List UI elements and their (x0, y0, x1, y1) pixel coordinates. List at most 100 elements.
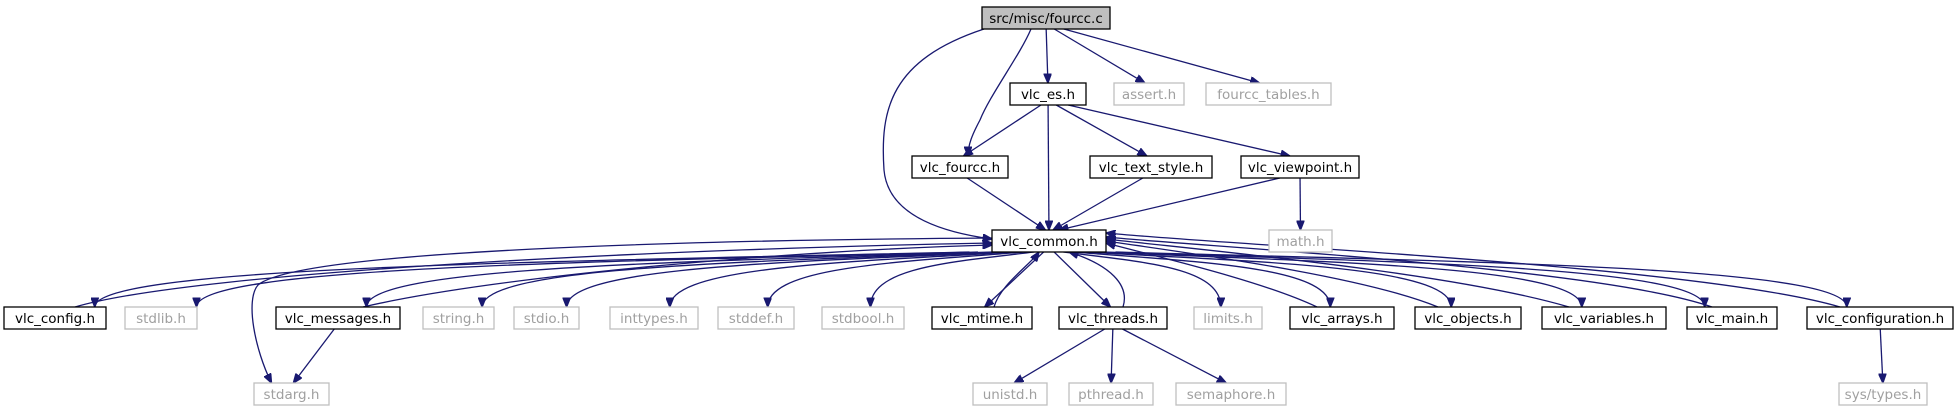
node-vlc-variables[interactable]: vlc_variables.h (1541, 306, 1667, 330)
edge-fourcc-c-to-fourcc-tables (1063, 28, 1260, 83)
node-label: limits.h (1203, 311, 1253, 327)
edge-vlc-objects-to-vlc-common (1106, 241, 1439, 308)
node-stdbool: stdbool.h (821, 306, 905, 330)
edge-vlc-common-to-inttypes (670, 251, 1018, 307)
node-vlc-viewpoint[interactable]: vlc_viewpoint.h (1240, 155, 1360, 179)
node-vlc-common[interactable]: vlc_common.h (991, 229, 1107, 253)
node-vlc-messages[interactable]: vlc_messages.h (275, 306, 401, 330)
node-sys-types: sys/types.h (1838, 382, 1928, 406)
node-label: vlc_common.h (1000, 234, 1098, 250)
node-vlc-text-style[interactable]: vlc_text_style.h (1089, 155, 1213, 179)
node-label: stdlib.h (136, 311, 186, 327)
node-pthread: pthread.h (1068, 382, 1154, 406)
node-label: vlc_threads.h (1068, 311, 1158, 327)
edge-vlc-text-style-to-vlc-common (1053, 177, 1144, 230)
node-stdlib: stdlib.h (124, 306, 198, 330)
node-label: vlc_variables.h (1554, 311, 1654, 327)
edge-vlc-common-to-vlc-variables (1093, 251, 1581, 307)
node-vlc-configuration[interactable]: vlc_configuration.h (1806, 306, 1954, 330)
edge-vlc-common-to-stdbool (870, 251, 1035, 307)
node-label: string.h (433, 311, 485, 327)
edge-vlc-messages-to-vlc-common (362, 245, 992, 308)
node-unistd: unistd.h (972, 382, 1048, 406)
node-stddef: stddef.h (717, 306, 795, 330)
edge-vlc-es-to-vlc-fourcc (964, 104, 1042, 156)
node-vlc-config[interactable]: vlc_config.h (3, 306, 107, 330)
edge-vlc-common-to-stddef (768, 251, 1026, 307)
edge-vlc-threads-to-vlc-common (1069, 252, 1125, 308)
node-vlc-threads[interactable]: vlc_threads.h (1058, 306, 1168, 330)
node-box (1113, 82, 1185, 106)
node-box (253, 382, 330, 406)
edge-vlc-variables-to-vlc-common (1106, 239, 1570, 308)
edge-vlc-threads-to-semaphore (1122, 328, 1226, 383)
node-semaphore: semaphore.h (1175, 382, 1287, 406)
node-box (981, 6, 1111, 30)
node-label: vlc_text_style.h (1099, 160, 1204, 176)
edge-vlc-common-to-stdlib (197, 251, 978, 307)
node-box (1806, 306, 1954, 330)
node-label: vlc_arrays.h (1301, 311, 1382, 327)
node-vlc-objects[interactable]: vlc_objects.h (1414, 306, 1522, 330)
node-box (1009, 82, 1087, 106)
node-fourcc-c[interactable]: src/misc/fourcc.c (981, 6, 1111, 30)
node-label: vlc_es.h (1021, 87, 1075, 103)
node-assert: assert.h (1113, 82, 1185, 106)
node-box (1193, 306, 1263, 330)
node-box (821, 306, 905, 330)
node-label: unistd.h (983, 387, 1038, 403)
edge-vlc-common-to-vlc-configuration (1115, 251, 1846, 307)
node-vlc-fourcc[interactable]: vlc_fourcc.h (911, 155, 1009, 179)
node-label: assert.h (1122, 87, 1176, 103)
node-box (3, 306, 107, 330)
node-box (1541, 306, 1667, 330)
edge-vlc-common-to-vlc-messages (366, 251, 993, 307)
node-box (1686, 306, 1778, 330)
node-box (275, 306, 401, 330)
edge-vlc-main-to-vlc-common (1106, 237, 1713, 308)
edge-vlc-fourcc-to-vlc-common (966, 177, 1045, 230)
node-box (124, 306, 198, 330)
node-stdarg: stdarg.h (253, 382, 330, 406)
node-label: stdarg.h (264, 387, 320, 403)
node-inttypes: inttypes.h (609, 306, 699, 330)
edge-vlc-common-to-stdarg (251, 237, 993, 383)
node-box (1289, 306, 1395, 330)
edge-vlc-es-to-vlc-text-style (1055, 104, 1147, 156)
node-label: vlc_fourcc.h (920, 160, 1000, 176)
node-label: vlc_configuration.h (1816, 311, 1944, 327)
node-label: stdbool.h (832, 311, 895, 327)
node-box (1205, 82, 1332, 106)
node-box (609, 306, 699, 330)
node-label: semaphore.h (1187, 387, 1276, 403)
node-box (1268, 229, 1333, 253)
node-label: vlc_config.h (15, 311, 95, 327)
node-box (1058, 306, 1168, 330)
edge-fourcc-c-to-assert (1053, 28, 1145, 83)
edge-vlc-common-to-string (482, 251, 1002, 307)
node-label: pthread.h (1078, 387, 1144, 403)
edge-vlc-es-to-vlc-common (1048, 104, 1049, 230)
node-label: vlc_main.h (1696, 311, 1769, 327)
edge-vlc-common-to-stdio (567, 251, 1009, 307)
node-box (1175, 382, 1287, 406)
node-label: src/misc/fourcc.c (989, 11, 1103, 27)
edge-vlc-viewpoint-to-vlc-common (1059, 177, 1281, 230)
edge-vlc-common-to-vlc-arrays (1072, 251, 1330, 307)
node-box (1838, 382, 1928, 406)
edge-vlc-threads-to-pthread (1111, 328, 1113, 383)
node-box (911, 155, 1009, 179)
node-vlc-main[interactable]: vlc_main.h (1686, 306, 1778, 330)
node-label: math.h (1276, 234, 1324, 250)
node-string: string.h (422, 306, 495, 330)
node-label: vlc_messages.h (285, 311, 391, 327)
node-vlc-mtime[interactable]: vlc_mtime.h (931, 306, 1033, 330)
edge-vlc-arrays-to-vlc-common (1106, 243, 1318, 308)
node-limits: limits.h (1193, 306, 1263, 330)
node-box (1414, 306, 1522, 330)
node-box (513, 306, 580, 330)
node-vlc-es[interactable]: vlc_es.h (1009, 82, 1087, 106)
node-label: inttypes.h (620, 311, 688, 327)
node-vlc-arrays[interactable]: vlc_arrays.h (1289, 306, 1395, 330)
